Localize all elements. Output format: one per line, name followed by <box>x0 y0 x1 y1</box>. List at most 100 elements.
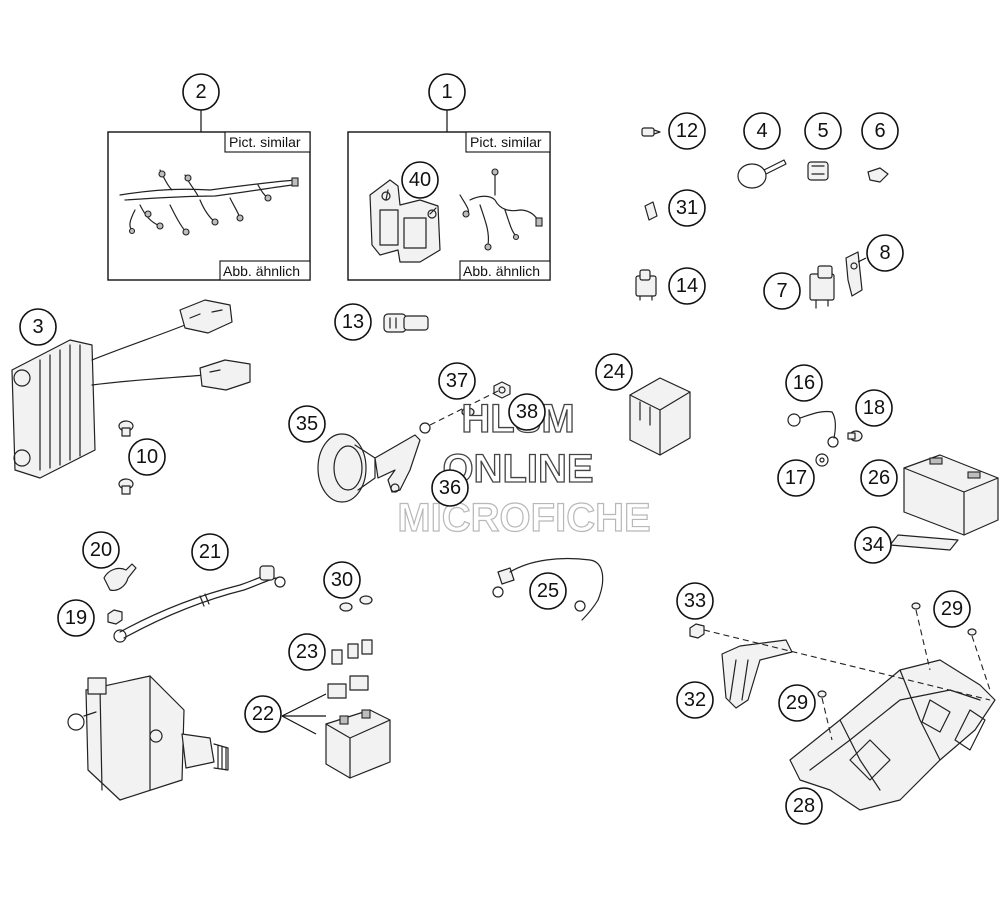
svg-text:30: 30 <box>331 569 353 591</box>
control-unit-drawing <box>629 377 691 456</box>
bracket-8-drawing <box>845 251 867 297</box>
callout-29-bottom[interactable]: 29 <box>778 684 816 722</box>
svg-text:35: 35 <box>296 413 318 435</box>
callout-33[interactable]: 33 <box>676 582 714 620</box>
callout-36[interactable]: 36 <box>431 469 469 507</box>
screws-30-drawing <box>339 595 373 612</box>
connector-13-drawing <box>383 313 429 333</box>
nut-37-drawing <box>493 381 511 399</box>
battery-26-drawing <box>903 454 999 536</box>
callout-2[interactable]: 2 <box>182 73 220 111</box>
screw-10-drawing <box>118 420 134 495</box>
watermark-line3: MICROFICHE <box>397 496 650 540</box>
callout-4[interactable]: 4 <box>743 112 781 150</box>
callout-29-top[interactable]: 29 <box>933 590 971 628</box>
callout-19[interactable]: 19 <box>57 599 95 637</box>
callout-30[interactable]: 30 <box>323 561 361 599</box>
callout-37[interactable]: 37 <box>438 362 476 400</box>
svg-text:38: 38 <box>516 401 538 423</box>
pad-34-drawing <box>889 534 959 551</box>
svg-text:23: 23 <box>296 641 318 663</box>
cable-tie-4-drawing <box>737 159 787 189</box>
callout-26[interactable]: 26 <box>860 459 898 497</box>
callout-20[interactable]: 20 <box>82 531 120 569</box>
svg-text:5: 5 <box>817 120 828 142</box>
svg-text:28: 28 <box>793 795 815 817</box>
svg-text:21: 21 <box>199 541 221 563</box>
battery-cable-25-drawing <box>492 557 604 621</box>
svg-text:19: 19 <box>65 607 87 629</box>
svg-text:3: 3 <box>32 316 43 338</box>
svg-text:12: 12 <box>676 120 698 142</box>
ground-cable-16-drawing <box>787 410 839 448</box>
svg-text:8: 8 <box>879 242 890 264</box>
svg-text:24: 24 <box>603 361 625 383</box>
callout-10[interactable]: 10 <box>128 438 166 476</box>
svg-text:10: 10 <box>136 446 158 468</box>
svg-text:17: 17 <box>785 467 807 489</box>
callout-5[interactable]: 5 <box>804 112 842 150</box>
relay-14-drawing <box>635 269 657 301</box>
callout-7[interactable]: 7 <box>763 272 801 310</box>
screw-18-drawing <box>847 430 863 442</box>
callout-17[interactable]: 17 <box>777 459 815 497</box>
svg-text:13: 13 <box>342 311 364 333</box>
callout-31[interactable]: 31 <box>668 189 706 227</box>
nut-19-drawing <box>107 609 123 625</box>
callout-40[interactable]: 40 <box>401 161 439 199</box>
callout-25[interactable]: 25 <box>529 572 567 610</box>
screws-29-drawing <box>817 602 991 741</box>
clip-5-drawing <box>807 161 829 181</box>
svg-text:14: 14 <box>676 275 698 297</box>
callout-34[interactable]: 34 <box>854 526 892 564</box>
svg-text:36: 36 <box>439 477 461 499</box>
callout-12[interactable]: 12 <box>668 112 706 150</box>
screw-38-drawing <box>461 407 475 417</box>
svg-text:25: 25 <box>537 580 559 602</box>
callout-6[interactable]: 6 <box>861 112 899 150</box>
callout-16[interactable]: 16 <box>785 364 823 402</box>
callout-23[interactable]: 23 <box>288 633 326 671</box>
starter-relay-22-drawing <box>281 675 391 779</box>
svg-text:16: 16 <box>793 372 815 394</box>
svg-text:4: 4 <box>756 120 767 142</box>
svg-text:22: 22 <box>252 703 274 725</box>
cap-20-drawing <box>103 563 137 591</box>
svg-text:1: 1 <box>441 81 452 103</box>
washer-17-drawing <box>815 453 829 467</box>
svg-text:18: 18 <box>863 397 885 419</box>
callout-32[interactable]: 32 <box>676 681 714 719</box>
svg-text:6: 6 <box>874 120 885 142</box>
callout-3[interactable]: 3 <box>19 308 57 346</box>
voltage-regulator-drawing <box>11 299 251 479</box>
callout-38[interactable]: 38 <box>508 393 546 431</box>
callout-14[interactable]: 14 <box>668 267 706 305</box>
panel-wiring-harness-2: Pict. similar Abb. ähnlich <box>107 131 311 281</box>
panel-right-bottom-label: Abb. ähnlich <box>463 263 540 279</box>
starter-cable-21-drawing <box>113 565 286 643</box>
callout-35[interactable]: 35 <box>288 405 326 443</box>
callout-28[interactable]: 28 <box>785 787 823 825</box>
panel-wiring-harness-1: Pict. similar Abb. ähnlich <box>347 131 551 281</box>
svg-text:33: 33 <box>684 590 706 612</box>
panel-right-top-label: Pict. similar <box>470 134 542 150</box>
relay-bracket-drawing <box>369 179 441 263</box>
clip-6-drawing <box>867 167 889 183</box>
callout-22[interactable]: 22 <box>244 695 282 733</box>
small-harness-drawing <box>459 168 543 251</box>
nut-33-drawing <box>689 623 991 701</box>
svg-text:29: 29 <box>786 692 808 714</box>
callout-1[interactable]: 1 <box>428 73 466 111</box>
callout-21[interactable]: 21 <box>191 533 229 571</box>
svg-text:2: 2 <box>195 81 206 103</box>
callout-8[interactable]: 8 <box>866 234 904 272</box>
starter-motor-drawing <box>67 675 229 801</box>
fuses-23-drawing <box>331 639 373 665</box>
svg-text:37: 37 <box>446 370 468 392</box>
callout-18[interactable]: 18 <box>855 389 893 427</box>
callout-24[interactable]: 24 <box>595 353 633 391</box>
relay-7-drawing <box>809 265 835 309</box>
callout-13[interactable]: 13 <box>334 303 372 341</box>
svg-text:32: 32 <box>684 689 706 711</box>
